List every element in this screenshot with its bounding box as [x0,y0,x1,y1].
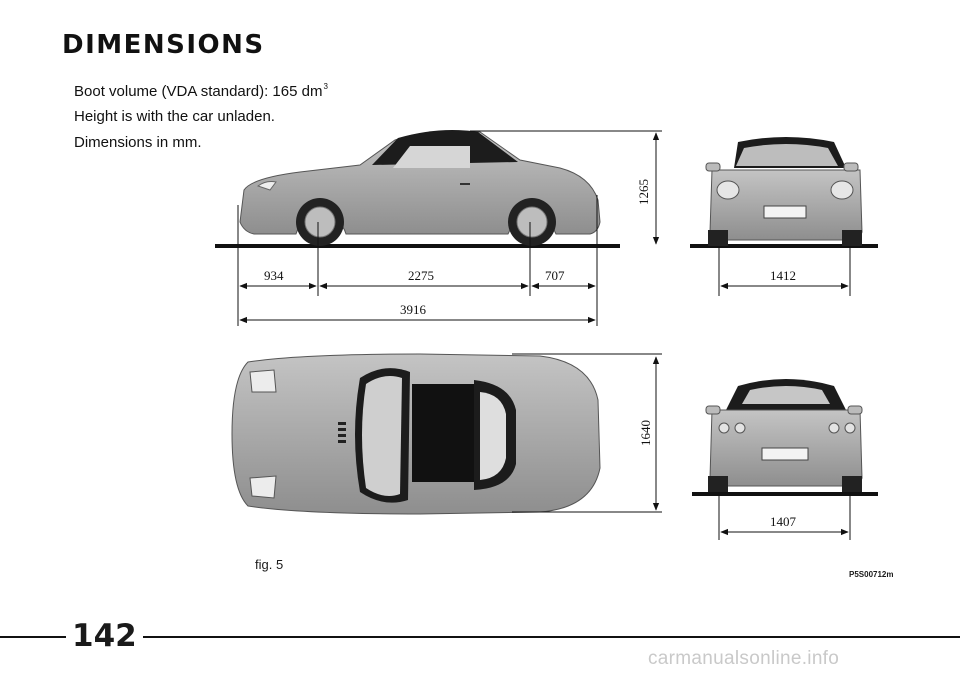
rear-track-value: 1407 [770,514,797,529]
rear-right-tyre [842,476,862,492]
top-left-headlight [249,369,277,393]
front-left-tyre [708,230,728,246]
left-mirror [705,162,721,172]
figure-code: P5S00712m [849,570,894,579]
front-extension-lines [718,248,851,296]
boot-volume-text: Boot volume (VDA standard): 165 dm [74,83,323,100]
rear-left-tyre [708,476,728,492]
bonnet-vents [338,422,346,443]
height-value: 1265 [636,179,651,205]
right-headlight [830,180,854,200]
front-overhang-value: 934 [264,268,284,283]
side-headlight [256,181,277,191]
front-right-tyre [842,230,862,246]
boot-volume-superscript: 3 [323,82,328,91]
front-track-value: 1412 [770,268,796,283]
rear-rim [516,206,548,238]
wheelbase-value: 2275 [408,268,434,283]
rear-extension-lines [718,496,851,540]
rear-left-mirror [705,405,721,415]
rear-view-car [692,379,878,496]
figure-label: fig. 5 [255,557,284,572]
rear-right-mirror [847,405,863,415]
side-view-car [215,130,620,248]
boot-volume-note: Boot volume (VDA standard): 165 dm3 [74,82,328,100]
front-plate [763,205,807,219]
front-rim [304,206,336,238]
top-extension-lines [512,353,662,513]
page-title: DIMENSIONS [62,30,265,60]
width-value: 1640 [638,420,653,446]
left-headlight [716,180,740,200]
top-right-headlight [249,475,277,499]
front-view-car [690,137,878,248]
rear-screen [742,386,830,404]
right-mirror [843,162,859,172]
top-cabin-roof [412,384,474,482]
page-number: 142 [66,618,143,654]
top-rear-window [480,392,506,480]
side-extension-lines [237,130,662,326]
footer-rule [0,636,960,638]
top-view-car [231,353,601,515]
top-windscreen [362,376,402,496]
watermark: carmanualsonline.info [648,648,840,669]
side-window [393,146,470,168]
units-note: Dimensions in mm. [74,134,202,151]
rear-plate [761,447,809,461]
overall-length-value: 3916 [400,302,427,317]
tail-lights [718,422,856,434]
height-note: Height is with the car unladen. [74,108,275,125]
front-car-body [709,169,863,241]
rear-overhang-value: 707 [545,268,565,283]
windscreen [736,144,838,166]
